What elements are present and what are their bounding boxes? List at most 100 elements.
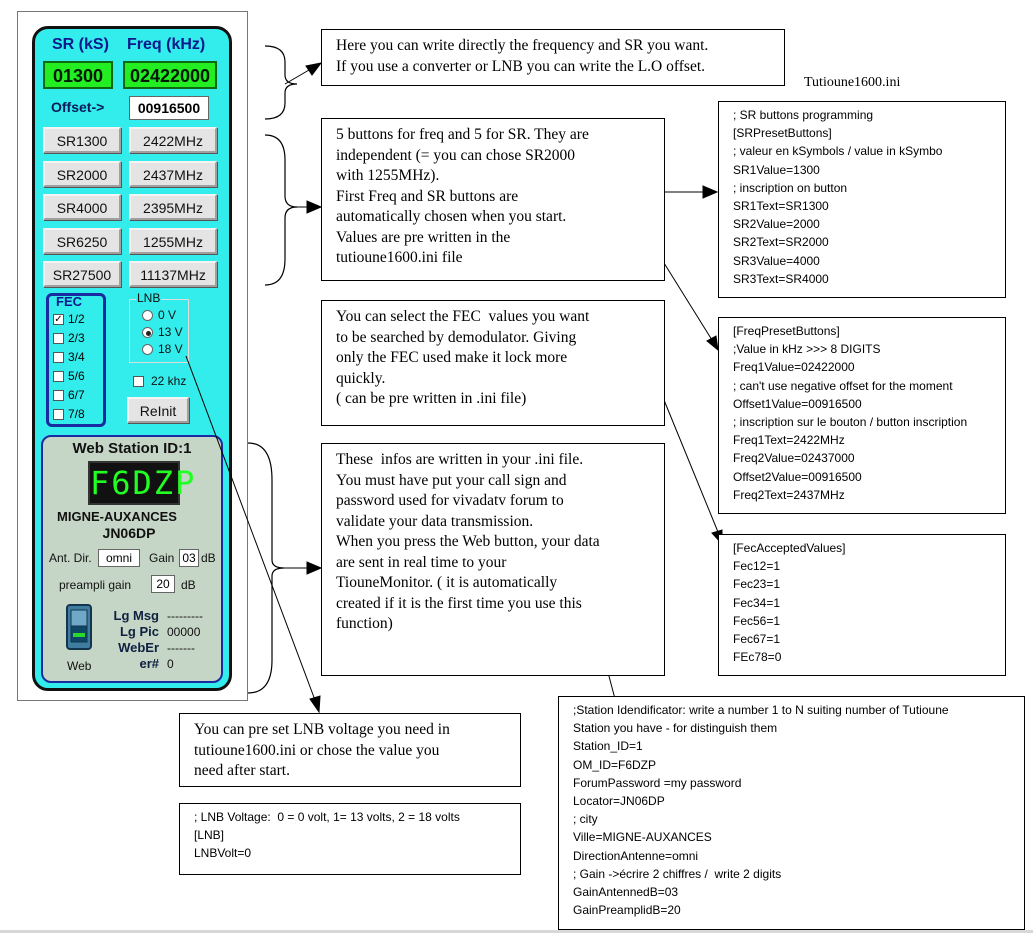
stat-label: er# [139, 656, 159, 671]
ini-line: Freq1Value=02422000 [733, 360, 855, 375]
web-switch-button[interactable] [63, 603, 97, 653]
callout-line: automatically chosen when you start. [336, 208, 567, 225]
sr-preset-button-4[interactable]: SR6250 [43, 228, 121, 254]
ini-freq-presets: [FreqPresetButtons] ;Value in kHz >>> 8 … [718, 317, 1006, 514]
stat-label: Lg Msg [113, 608, 160, 623]
stat-value: --------- [167, 609, 203, 623]
callout-line: These infos are written in your .ini fil… [336, 451, 584, 468]
ini-line: ; city [573, 812, 598, 827]
toggle-switch-icon [66, 604, 92, 650]
ini-line: ; inscription sur le bouton / button ins… [733, 415, 968, 430]
lnb-radio[interactable] [142, 344, 153, 356]
lnb-radio[interactable] [142, 310, 153, 322]
city-label: MIGNE-AUXANCES [57, 509, 177, 524]
fec-option-row[interactable]: 2/3 [53, 331, 85, 345]
ini-line: SR1Text=SR1300 [733, 199, 829, 214]
fec-option-label: 5/6 [68, 369, 85, 383]
callout-lnb: You can pre set LNB voltage you need in … [179, 713, 521, 787]
fec-checkbox[interactable]: ✓ [53, 314, 64, 326]
ini-line: SR2Value=2000 [733, 217, 820, 232]
freq-preset-button-4[interactable]: 1255MHz [129, 228, 217, 254]
bottom-scroll-edge [0, 930, 1033, 933]
callout-line: If you use a converter or LNB you can wr… [336, 57, 706, 75]
fec-option-label: 1/2 [68, 312, 85, 326]
callout-line: need after start. [194, 762, 290, 779]
freq-preset-button-3[interactable]: 2395MHz [129, 194, 217, 220]
gain-input[interactable]: 03 [179, 549, 199, 567]
offset-label: Offset-> [51, 99, 105, 115]
lnb-option-row[interactable]: 13 V [142, 325, 183, 339]
sr-preset-button-2[interactable]: SR2000 [43, 161, 121, 187]
callout-line: Here you can write directly the frequenc… [336, 37, 709, 54]
fec-option-row[interactable]: ✓ 1/2 [53, 312, 85, 326]
lnb-option-row[interactable]: 0 V [142, 308, 176, 322]
ini-fec-values: [FecAcceptedValues] Fec12=1 Fec23=1 Fec3… [718, 534, 1006, 676]
ini-line: Ville=MIGNE-AUXANCES [573, 830, 712, 845]
freq-preset-button-1[interactable]: 2422MHz [129, 127, 217, 153]
callout-line: function) [336, 615, 393, 632]
ini-line: Freq2Text=2437MHz [733, 487, 845, 502]
fec-option-row[interactable]: 3/4 [53, 350, 85, 364]
ini-line: [FecAcceptedValues] [733, 541, 846, 555]
ini-line: Freq2Value=02437000 [733, 451, 855, 466]
tutioune-control-panel: SR (kS) Freq (kHz) 01300 02422000 Offset… [32, 26, 232, 691]
freq-preset-button-5[interactable]: 11137MHz [129, 261, 217, 287]
sr-preset-button-5[interactable]: SR27500 [43, 261, 121, 287]
sr-input[interactable]: 01300 [43, 61, 113, 89]
fec-checkbox[interactable] [53, 333, 64, 345]
lnb-option-label: 13 V [158, 325, 183, 339]
ini-lnb: ; LNB Voltage: 0 = 0 volt, 1= 13 volts, … [179, 803, 521, 875]
lnb-option-label: 0 V [158, 308, 177, 322]
ini-file-title: Tutioune1600.ini [804, 75, 901, 90]
callout-line: are sent in real time to your [336, 553, 507, 571]
ant-dir-input[interactable]: omni [98, 549, 140, 567]
lnb-label: LNB [136, 291, 162, 305]
ini-line: LNBVolt=0 [194, 846, 252, 861]
fec-checkbox[interactable] [53, 371, 64, 383]
fec-option-row[interactable]: 6/7 [53, 388, 85, 402]
ini-line: [SRPresetButtons] [733, 126, 832, 141]
offset-input[interactable]: 00916500 [129, 96, 209, 120]
freq-preset-button-2[interactable]: 2437MHz [129, 161, 217, 187]
brace-buttons [264, 134, 298, 286]
preampli-unit: dB [181, 578, 196, 592]
stat-value: 0 [167, 657, 174, 671]
callout-line: You can pre set LNB voltage you need in [194, 721, 450, 738]
ini-line: ;Value in kHz >>> 8 DIGITS [733, 342, 881, 357]
lnb-option-label: 18 V [158, 342, 183, 356]
ini-line: Offset1Value=00916500 [733, 396, 862, 411]
ini-line: GainPreamplidB=20 [573, 903, 681, 918]
sr-preset-button-1[interactable]: SR1300 [43, 127, 121, 153]
ini-line: Fec12=1 [733, 559, 781, 574]
preampli-input[interactable]: 20 [151, 575, 175, 593]
fec-group: FEC ✓ 1/2 2/3 3/4 5/6 6/7 7/8 [46, 293, 106, 427]
ini-line: [LNB] [194, 828, 225, 843]
ini-line: SR3Text=SR4000 [733, 271, 829, 286]
stat-value: 00000 [167, 625, 201, 639]
fec-checkbox[interactable] [53, 390, 64, 402]
fec-option-row[interactable]: 5/6 [53, 369, 85, 383]
freq-input[interactable]: 02422000 [123, 61, 217, 89]
ini-line: ; can't use negative offset for the mome… [733, 378, 953, 393]
ini-line: OM_ID=F6DZP [573, 757, 657, 772]
ini-line: Station you have - for distinguish them [573, 721, 778, 736]
reinit-button[interactable]: ReInit [127, 397, 189, 423]
sr-preset-button-3[interactable]: SR4000 [43, 194, 121, 220]
22khz-checkbox[interactable] [133, 376, 144, 387]
fec-checkbox[interactable] [53, 409, 64, 421]
fec-label: FEC [56, 294, 82, 309]
callout-line: created if it is the first time you use … [336, 594, 582, 612]
locator-label: JN06DP [102, 525, 156, 541]
stat-label: Lg Pic [119, 624, 159, 639]
22khz-label: 22 khz [151, 374, 187, 388]
fec-option-label: 3/4 [68, 350, 85, 364]
callout-line: TiouneMonitor. ( it is automatically [336, 574, 558, 591]
fec-option-row[interactable]: 7/8 [53, 407, 85, 421]
callout-web-station: These infos are written in your .ini fil… [321, 443, 665, 676]
lnb-option-row[interactable]: 18 V [142, 342, 183, 356]
fec-option-label: 2/3 [68, 331, 85, 345]
lnb-radio[interactable] [142, 327, 153, 339]
ini-line: Fec67=1 [733, 632, 781, 647]
ini-sr-presets: ; SR buttons programming [SRPresetButton… [718, 101, 1006, 298]
fec-checkbox[interactable] [53, 352, 64, 364]
